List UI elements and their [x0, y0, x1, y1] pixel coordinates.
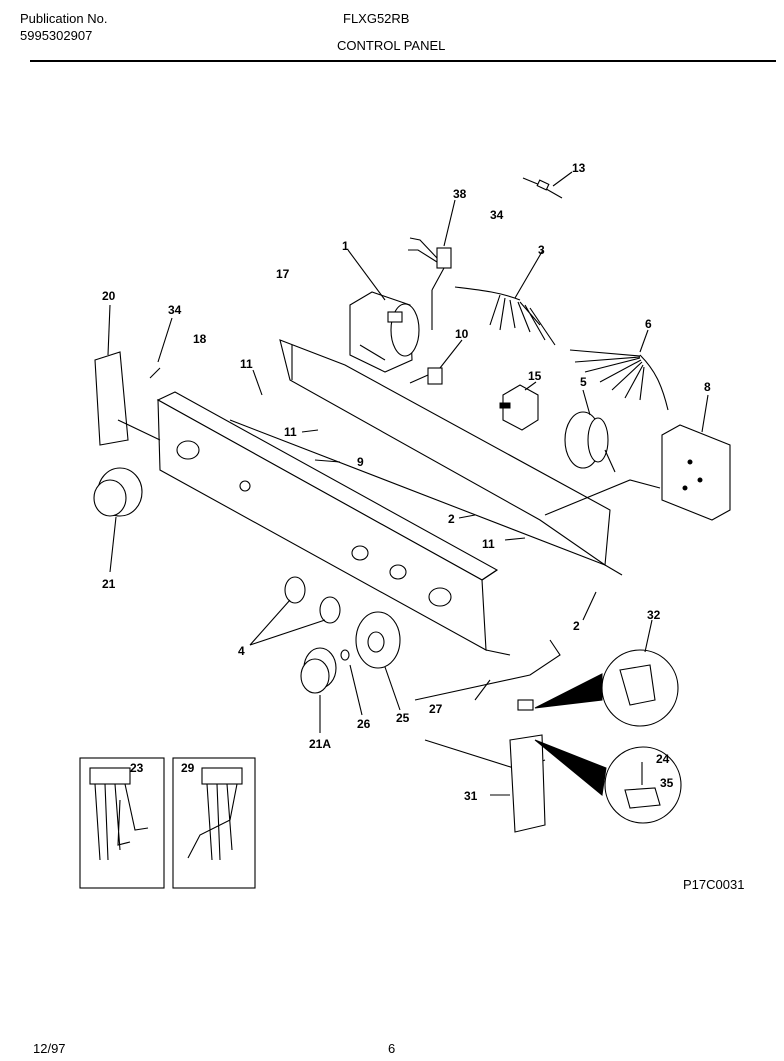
part-label: 25	[396, 711, 410, 725]
control-panel-body	[156, 391, 511, 656]
wire-harness-part	[569, 329, 669, 411]
part-label: 17	[276, 267, 290, 281]
part-label: 31	[464, 789, 478, 803]
part-label: 18	[193, 332, 207, 346]
terminal-part	[522, 171, 573, 199]
detail-callout	[534, 619, 679, 727]
control-module-part	[544, 394, 731, 521]
part-label: 13	[572, 161, 586, 175]
part-label: 21A	[309, 737, 331, 751]
part-label: 34	[168, 303, 182, 317]
bracket-part	[490, 699, 546, 833]
part-label: 4	[238, 644, 245, 658]
part-label: 32	[647, 608, 661, 622]
part-label: 11	[240, 357, 253, 371]
wire-harness-part	[454, 249, 556, 346]
knob-part	[249, 576, 341, 646]
page-number: 6	[388, 1041, 396, 1056]
rear-panel	[229, 339, 623, 576]
part-label: 8	[704, 380, 711, 394]
switch-part	[499, 381, 539, 431]
part-label: 23	[130, 761, 144, 775]
part-label: 9	[357, 455, 364, 469]
inset-harness-23	[79, 757, 165, 889]
part-label: 15	[528, 369, 542, 383]
part-label: 24	[656, 752, 670, 766]
part-label: 5	[580, 375, 587, 389]
part-label: 3	[538, 243, 545, 257]
part-label: 34	[490, 208, 504, 222]
spring-part	[340, 649, 363, 716]
part-label: 21	[102, 577, 116, 591]
part-label: 11	[284, 425, 297, 439]
detail-callout	[534, 739, 682, 824]
publication-label: Publication No.	[20, 11, 108, 26]
part-label: 38	[453, 187, 467, 201]
ground-strap-part	[414, 639, 561, 701]
diagram-code: P17C0031	[683, 877, 745, 892]
part-label: 26	[357, 717, 371, 731]
part-label: 11	[482, 537, 495, 551]
section-title: CONTROL PANEL	[337, 38, 446, 53]
screw-part	[149, 317, 173, 379]
model-number: FLXG52RB	[343, 11, 410, 26]
part-label: 2	[573, 619, 580, 633]
part-label: 27	[429, 702, 443, 716]
part-label: 1	[342, 239, 349, 253]
footer-date: 12/97	[33, 1041, 66, 1056]
knob-part	[300, 647, 337, 733]
switch-part	[409, 339, 463, 385]
part-label: 29	[181, 761, 195, 775]
dial-part	[355, 611, 401, 711]
pressure-switch-part	[564, 389, 616, 473]
bracket-part	[94, 304, 161, 446]
timer-part	[347, 249, 420, 373]
screw-part	[252, 369, 597, 701]
wire-connector-part	[408, 199, 456, 330]
part-label: 2	[448, 512, 455, 526]
inset-harness-29	[172, 757, 256, 889]
publication-number: 5995302907	[20, 28, 93, 43]
header-rule	[30, 60, 776, 62]
part-label: 35	[660, 776, 674, 790]
part-label: 10	[455, 327, 469, 341]
part-label: 20	[102, 289, 116, 303]
part-label: 6	[645, 317, 652, 331]
knob-part	[93, 467, 143, 573]
